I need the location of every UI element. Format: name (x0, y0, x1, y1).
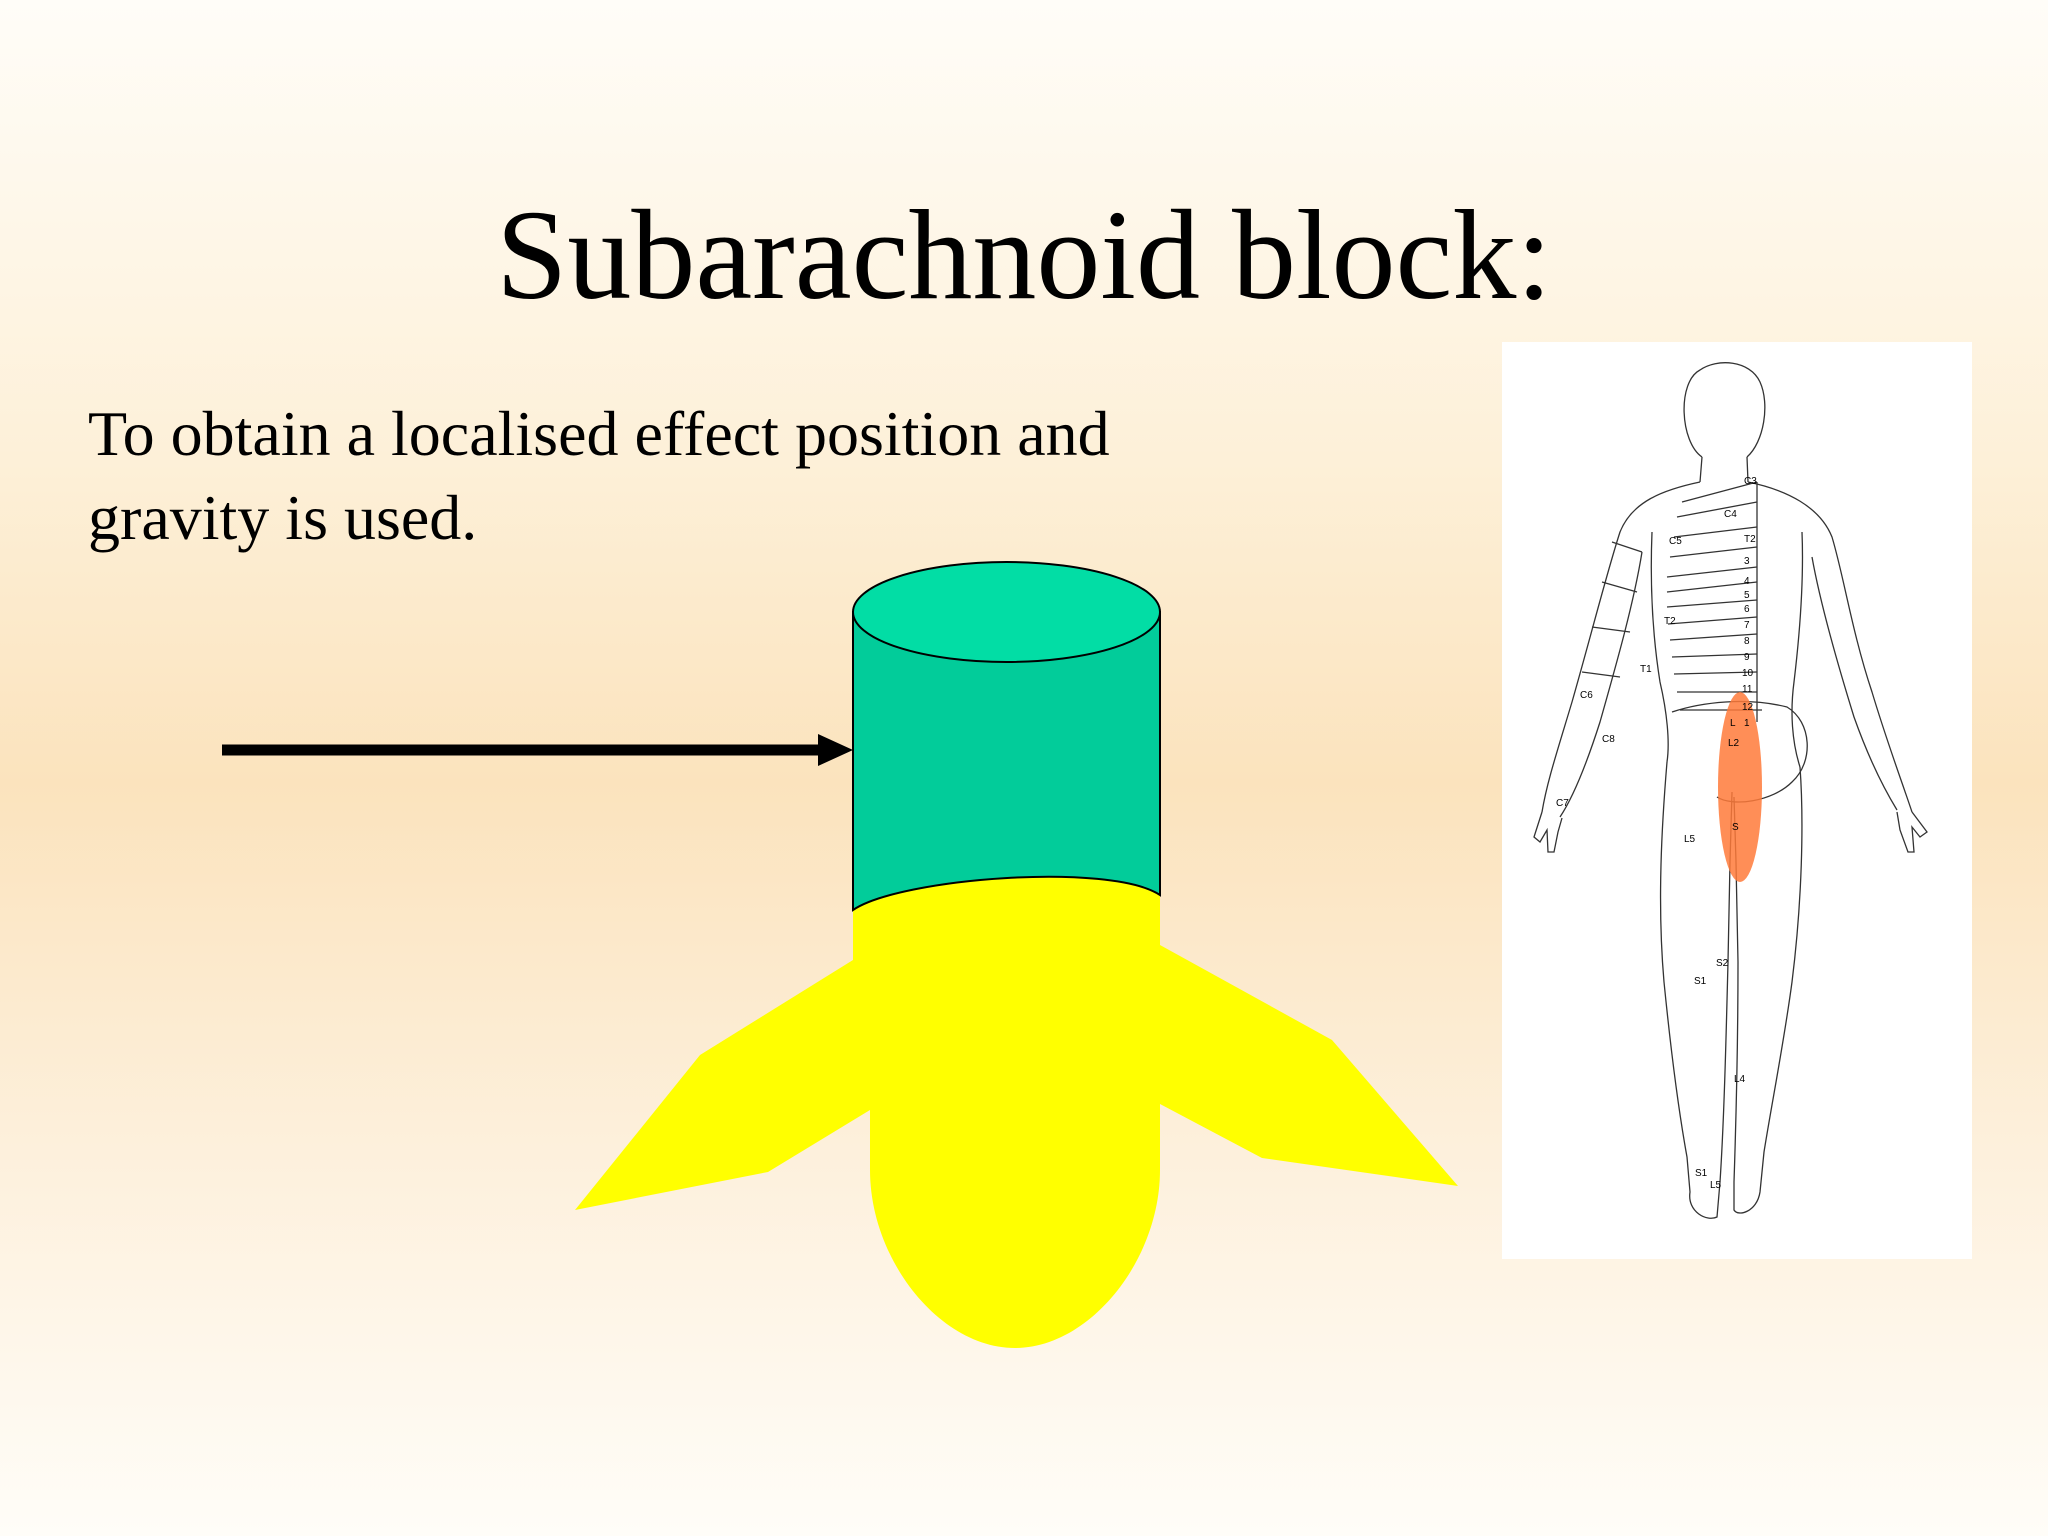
label-9: 9 (1744, 652, 1750, 663)
pointer-arrow (222, 734, 853, 766)
label-s1-foot: S1 (1695, 1168, 1708, 1179)
label-l4: L4 (1734, 1074, 1746, 1085)
dermatome-figure: C3 C4 C5 T2 3 4 5 6 7 8 9 10 11 12 L 1 L… (1502, 342, 1972, 1259)
spinal-cylinder (852, 561, 1161, 912)
dermatome-body-drawing: C3 C4 C5 T2 3 4 5 6 7 8 9 10 11 12 L 1 L… (1533, 362, 1928, 1219)
label-c4: C4 (1724, 509, 1737, 520)
label-l5-foot: L5 (1710, 1180, 1722, 1191)
label-s2: S2 (1716, 958, 1729, 969)
label-l2: L2 (1728, 738, 1740, 749)
label-t1: T1 (1640, 664, 1652, 675)
label-12: 12 (1742, 702, 1754, 713)
label-4: 4 (1744, 576, 1750, 587)
label-t2-arm: T2 (1664, 616, 1676, 627)
label-5: 5 (1744, 590, 1750, 601)
dermatome-highlight (1718, 692, 1762, 882)
label-8: 8 (1744, 636, 1750, 647)
dermatome-labels: C3 C4 C5 T2 3 4 5 6 7 8 9 10 11 12 L 1 L… (1556, 476, 1757, 1191)
label-c3: C3 (1744, 476, 1757, 487)
label-10: 10 (1742, 668, 1754, 679)
slide-title: Subarachnoid block: (496, 184, 1552, 326)
label-c5: C5 (1669, 536, 1682, 547)
label-l5-thigh: L5 (1684, 834, 1696, 845)
label-l: L (1730, 718, 1736, 729)
label-11: 11 (1742, 684, 1753, 695)
label-s: S (1732, 822, 1739, 833)
label-1: 1 (1744, 718, 1750, 729)
label-c7: C7 (1556, 798, 1569, 809)
label-6: 6 (1744, 604, 1750, 615)
label-c6: C6 (1580, 690, 1593, 701)
label-s1-leg: S1 (1694, 976, 1707, 987)
label-t2-back: T2 (1744, 534, 1756, 545)
slide-body-text: To obtain a localised effect position an… (88, 398, 1110, 553)
label-c8: C8 (1602, 734, 1615, 745)
label-7: 7 (1744, 620, 1750, 631)
anaesthetic-spread (575, 873, 1458, 1348)
label-3: 3 (1744, 556, 1750, 567)
